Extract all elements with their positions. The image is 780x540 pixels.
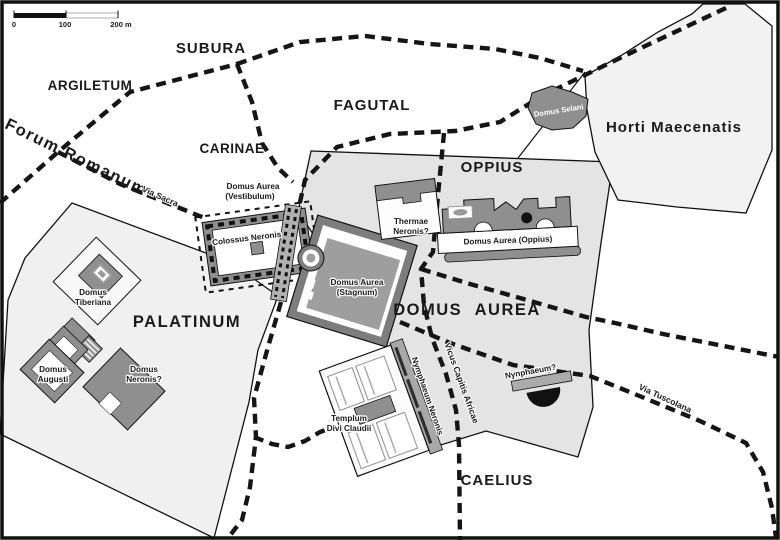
road-via-tuscolana <box>399 319 779 539</box>
building-thermae-neronis <box>374 177 442 241</box>
road-domus-aurea-upper <box>420 266 780 360</box>
road-subura-top <box>236 33 584 74</box>
label-thermae-line1: Thermae <box>394 217 429 226</box>
label-templum-line1: Templum <box>331 414 367 423</box>
label-stagnum-line1: Domus Aurea <box>331 278 384 287</box>
building-domus-aurea-oppius <box>436 196 581 263</box>
label-templum-line2: Divi Claudii <box>327 424 372 433</box>
label-vestibulum-line2: (Vestibulum) <box>225 192 274 201</box>
label-thermae-line2: Neronis? <box>393 227 429 236</box>
label-domus-aurea-oppius: Domus Aurea (Oppius) <box>463 234 552 246</box>
building-domus-augusti <box>19 338 85 404</box>
label-subura: SUBURA <box>176 40 246 57</box>
building-domus-neronis <box>82 347 166 431</box>
building-stagnum <box>286 214 418 348</box>
stagnum-lake <box>306 237 401 330</box>
building-domus-selani <box>527 85 589 131</box>
label-fagutal: FAGUTAL <box>334 97 411 114</box>
label-carinae: CARINAE <box>199 141 264 156</box>
label-argiletum: ARGILETUM <box>48 78 133 93</box>
building-templum-divi-claudii <box>318 338 444 478</box>
label-augusti-line1: Domus <box>39 365 67 374</box>
road-argiletum <box>0 61 238 205</box>
label-tiberiana-line1: Domus <box>79 288 107 297</box>
road-templum-branch <box>253 425 332 450</box>
scale-two-hundred: 200 m <box>110 20 132 29</box>
templum-cella <box>353 394 397 425</box>
label-horti-maecenatis: Horti Maecenatis <box>606 119 742 136</box>
scale-hundred: 100 <box>59 20 72 29</box>
label-stagnum-line2: (Stagnum) <box>337 288 378 297</box>
portico-strip <box>270 203 302 303</box>
scale-bar: 0 100 200 m <box>12 10 132 29</box>
scale-zero: 0 <box>12 20 16 29</box>
buildings <box>19 85 589 478</box>
road-via-sacra <box>56 150 208 222</box>
label-oppius: OPPIUS <box>461 159 524 176</box>
label-vestibulum-line1: Domus Aurea <box>227 182 280 191</box>
label-neronis-line2: Neronis? <box>126 375 162 384</box>
label-via-sacra: Via Sacra <box>141 184 180 209</box>
building-nynphaeum <box>510 370 573 407</box>
octagonal-room-dot <box>521 212 533 224</box>
road-horti-edge <box>295 6 727 212</box>
label-neronis-line1: Domus <box>130 365 158 374</box>
label-tiberiana-line2: Tiberiana <box>75 298 112 307</box>
building-domus-tiberiana <box>52 236 142 326</box>
label-augusti-line2: Augusti <box>38 375 68 384</box>
label-palatinum: PALATINUM <box>133 313 241 331</box>
road-carinae <box>234 63 295 184</box>
label-caelius: CAELIUS <box>461 472 534 489</box>
region-horti-maecenatis <box>584 3 773 214</box>
label-domus-aurea: DOMUS AUREA <box>393 301 541 319</box>
label-via-tuscolana: Via Tuscolana <box>637 382 693 415</box>
label-forum-romanum: Forum Romanum <box>2 115 150 200</box>
colossus-base <box>249 240 265 256</box>
